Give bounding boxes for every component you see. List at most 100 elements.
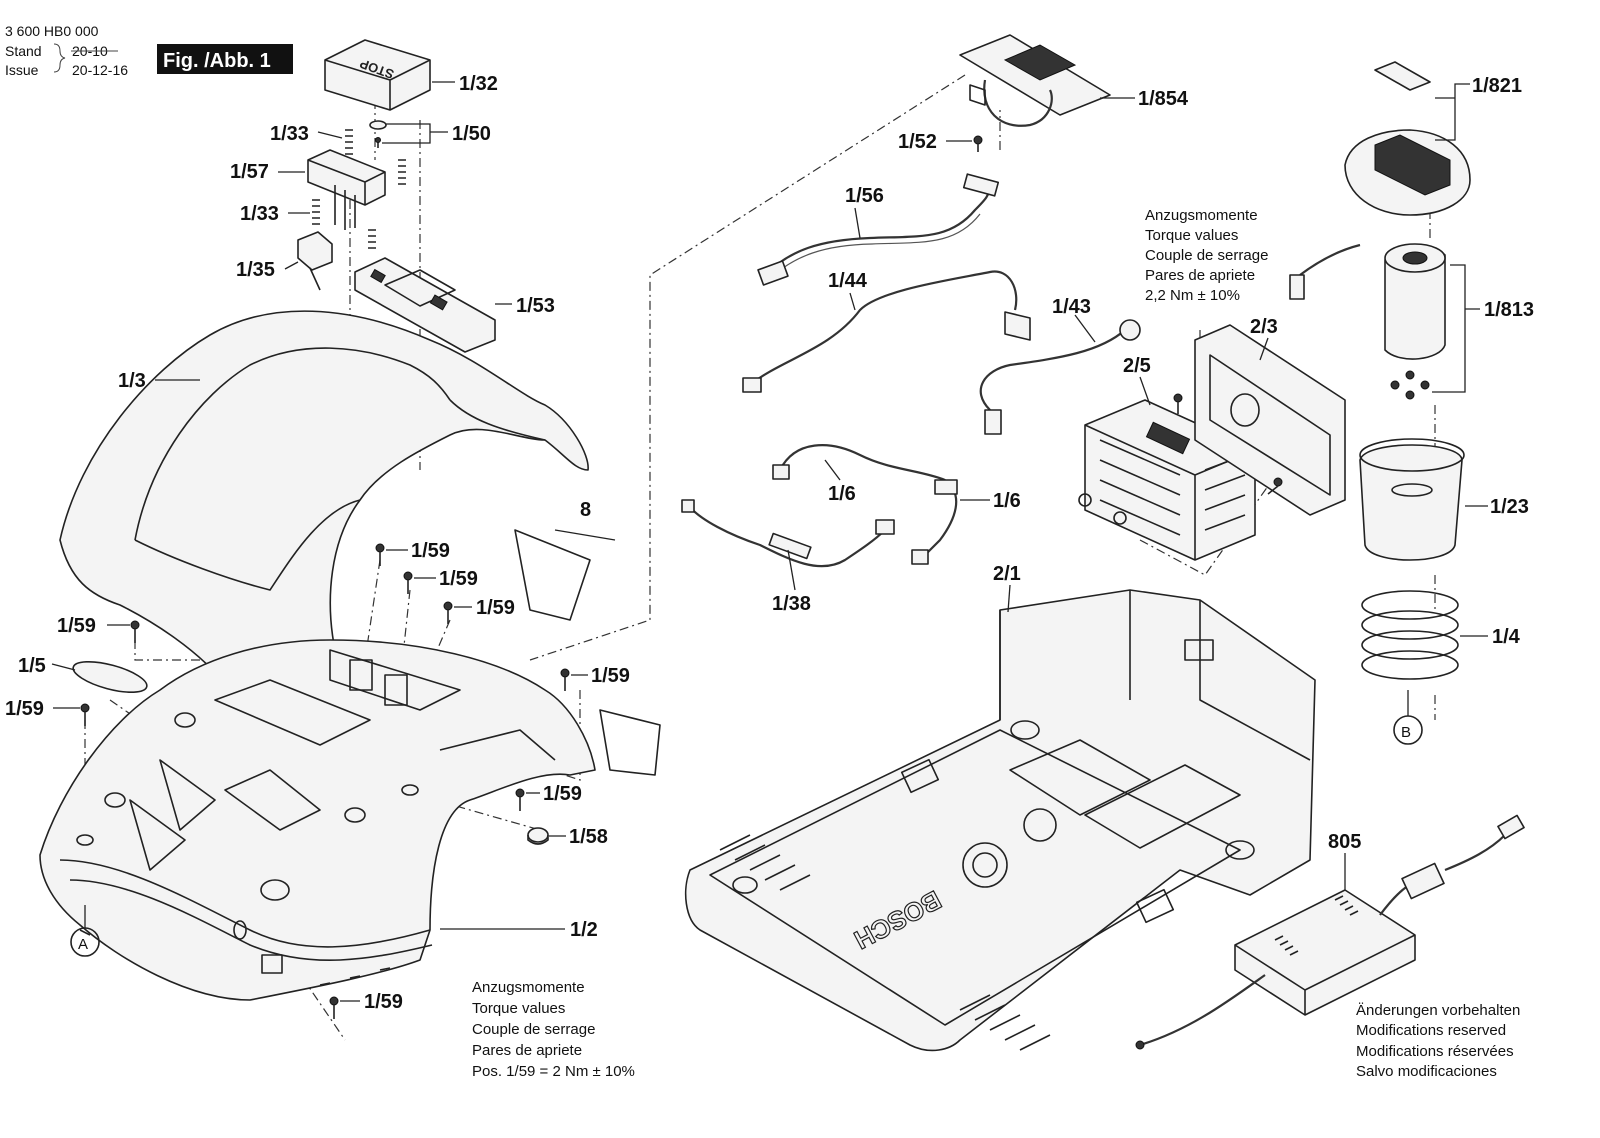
label-1-6-b: 1/6 [993, 490, 1021, 512]
spring-lower-left [312, 199, 320, 225]
torque-note-lower: Anzugsmomente Torque values Couple de se… [472, 979, 635, 1080]
spring-lower-right [368, 229, 376, 249]
screws-2-5 [1173, 393, 1283, 495]
torque-lower-line3: Couple de serrage [472, 1021, 595, 1038]
part-board-1-854 [959, 34, 1111, 127]
torque-lower-line4: Pares de apriete [472, 1042, 582, 1059]
wire-1-38 [681, 499, 895, 568]
label-1-43: 1/43 [1052, 296, 1091, 318]
spring-upper-left [345, 129, 353, 155]
screw-f [560, 668, 570, 691]
part-battery-cover [1194, 324, 1346, 516]
label-1-44: 1/44 [828, 270, 868, 292]
fig-badge [157, 44, 293, 74]
issue-label: Issue [5, 62, 39, 78]
torque-upper-line2: Torque values [1145, 227, 1238, 244]
part-base: BOSCH [684, 589, 1316, 1052]
label-1-821: 1/821 [1472, 75, 1522, 97]
torque-lower-line1: Anzugsmomente [472, 979, 585, 996]
screw-g [515, 788, 525, 811]
label-805: 805 [1328, 831, 1361, 853]
label-2-1: 2/1 [993, 563, 1021, 585]
modifications-line4: Salvo modificaciones [1356, 1063, 1497, 1080]
washer-and-screw [369, 120, 387, 148]
label-1-6-a: 1/6 [828, 483, 856, 505]
part-stop-cap: STOP [324, 39, 431, 111]
part-knob [527, 827, 549, 845]
issue-value: 20-12-16 [72, 62, 128, 78]
wire-1-56 [757, 173, 1000, 286]
ref-circle-b: B [1393, 690, 1423, 745]
label-1-59-d: 1/59 [57, 615, 96, 637]
modifications-line3: Modifications réservées [1356, 1043, 1514, 1060]
screw-d [130, 620, 140, 643]
ref-circle-a: A [70, 905, 100, 957]
label-1-59-g: 1/59 [543, 783, 582, 805]
label-1-35: 1/35 [236, 259, 275, 281]
label-1-33-lower: 1/33 [240, 203, 279, 225]
screw-h [329, 996, 339, 1019]
label-1-59-c: 1/59 [476, 597, 515, 619]
ref-a-text: A [78, 936, 88, 953]
label-1-56: 1/56 [845, 185, 884, 207]
part-number-labels: 1/32 1/33 1/50 1/57 1/33 1/35 1/53 1/3 1… [5, 73, 1534, 1013]
leader-lines [51, 81, 1488, 1002]
fig-label: Fig. /Abb. 1 [163, 50, 271, 72]
screw-a [375, 543, 385, 566]
modifications-note: Änderungen vorbehalten Modifications res… [1356, 1002, 1520, 1080]
label-1-33-upper: 1/33 [270, 123, 309, 145]
part-display-panel [354, 257, 496, 353]
part-pad [72, 660, 148, 694]
label-1-5: 1/5 [18, 655, 46, 677]
part-switch [297, 231, 333, 291]
torque-upper-line1: Anzugsmomente [1145, 207, 1258, 224]
torque-note-upper: Anzugsmomente Torque values Couple de se… [1145, 207, 1268, 304]
stand-label: Stand [5, 43, 42, 59]
torque-upper-line4: Pares de apriete [1145, 267, 1255, 284]
part-spring-1-4 [1361, 590, 1459, 680]
header-block: 3 600 HB0 000 Stand Issue 20-10 20-12-16… [5, 23, 293, 78]
label-1-3: 1/3 [118, 370, 146, 392]
label-1-4: 1/4 [1492, 626, 1521, 648]
label-1-59-h: 1/59 [364, 991, 403, 1013]
screw-c [443, 601, 453, 624]
label-1-32: 1/32 [459, 73, 498, 95]
label-1-52: 1/52 [898, 131, 937, 153]
modifications-line2: Modifications reserved [1356, 1022, 1506, 1039]
part-1-821 [1344, 61, 1471, 216]
modifications-line1: Änderungen vorbehalten [1356, 1002, 1520, 1019]
part-flaps [514, 529, 661, 776]
wire-1-44 [742, 270, 1031, 393]
ref-b-text: B [1401, 724, 1411, 741]
torque-lower-line2: Torque values [472, 1000, 565, 1017]
part-chassis [39, 639, 596, 1001]
label-1-813: 1/813 [1484, 299, 1534, 321]
wire-1-43 [979, 319, 1141, 435]
label-2-3: 2/3 [1250, 316, 1278, 338]
label-1-50: 1/50 [452, 123, 491, 145]
part-motor-1-813 [1289, 243, 1446, 400]
label-1-59-f: 1/59 [591, 665, 630, 687]
label-1-58: 1/58 [569, 826, 608, 848]
torque-upper-line5: 2,2 Nm ± 10% [1145, 287, 1240, 304]
label-2-5: 2/5 [1123, 355, 1151, 377]
label-1-2: 1/2 [570, 919, 598, 941]
label-1-59-e: 1/59 [5, 698, 44, 720]
label-1-53: 1/53 [516, 295, 555, 317]
screws-1-59 [80, 543, 570, 1019]
torque-lower-line5: Pos. 1/59 = 2 Nm ± 10% [472, 1063, 635, 1080]
doc-number: 3 600 HB0 000 [5, 23, 99, 39]
brace-icon [53, 43, 66, 73]
screw-e [80, 703, 90, 726]
label-1-59-a: 1/59 [411, 540, 450, 562]
spring-upper-right [398, 159, 406, 185]
wire-1-6 [772, 444, 958, 565]
part-housing-1-23 [1359, 438, 1465, 561]
label-1-59-b: 1/59 [439, 568, 478, 590]
label-1-38: 1/38 [772, 593, 811, 615]
label-1-854: 1/854 [1138, 88, 1189, 110]
part-holder [307, 149, 386, 230]
label-1-23: 1/23 [1490, 496, 1529, 518]
screw-b [403, 571, 413, 594]
